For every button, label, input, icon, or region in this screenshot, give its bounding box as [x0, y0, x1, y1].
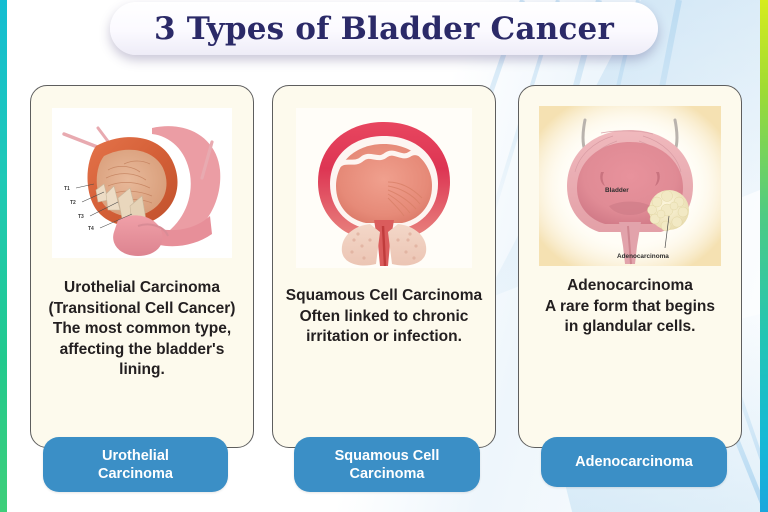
pill-line: Adenocarcinoma [575, 454, 693, 470]
card-description-urothelial: Urothelial Carcinoma (Transitional Cell … [41, 278, 243, 381]
card-description-squamous: Squamous Cell Carcinoma Often linked to … [283, 286, 485, 348]
desc-line: Often linked to chronic [299, 307, 469, 325]
pill-squamous-cell-carcinoma[interactable]: Squamous Cell Carcinoma [294, 437, 480, 492]
desc-line: (Transitional Cell Cancer) [48, 299, 236, 317]
desc-line: in glandular cells. [564, 318, 696, 335]
prostate-right-lobe [388, 224, 427, 266]
ureteric-orifice-right [655, 172, 660, 186]
pill-line: Carcinoma [98, 465, 173, 482]
pill-line: Urothelial [102, 447, 169, 464]
pill-line: Carcinoma [349, 465, 425, 482]
desc-line: affecting the bladder's [59, 340, 225, 358]
tumor-leader-line [664, 215, 670, 249]
bladder-frontal-crosssection-illustration [296, 108, 472, 268]
ureteric-orifice-left [600, 172, 605, 186]
card-urothelial-carcinoma[interactable]: T1 T2 T3 T4 Urothelial Carcinoma (Transi… [30, 85, 254, 448]
card-adenocarcinoma[interactable]: Bladder Adenocarcinoma Adenocarcinoma A … [518, 85, 742, 448]
adenocarcinoma-tumor-mass [647, 190, 689, 232]
pill-adenocarcinoma[interactable]: Adenocarcinoma [541, 437, 727, 487]
stage-label-t1: T1 [64, 186, 70, 192]
stage-label-t2: T2 [70, 200, 76, 206]
pelvic-tissue-shape [152, 126, 221, 244]
card-squamous-cell-carcinoma[interactable]: Squamous Cell Carcinoma Often linked to … [272, 85, 496, 448]
left-edge-accent-strip [0, 0, 7, 512]
desc-line: irritation or infection. [306, 328, 462, 345]
prostate-left-lobe [341, 224, 380, 266]
label-adenocarcinoma: Adenocarcinoma [617, 253, 669, 260]
mucosa-fold-edge [335, 150, 433, 169]
pill-urothelial-carcinoma[interactable]: Urothelial Carcinoma [43, 437, 228, 492]
stage-label-t4: T4 [88, 226, 94, 232]
stage-label-t3: T3 [78, 214, 84, 220]
desc-line: Adenocarcinoma [567, 277, 693, 294]
bladder-with-tumor-illustration: Bladder Adenocarcinoma [539, 106, 721, 266]
bladder-cavity [336, 144, 432, 223]
right-edge-accent-strip [760, 0, 768, 512]
desc-line: Urothelial Carcinoma [64, 279, 220, 296]
prostate-shape [113, 215, 163, 256]
page-title: 3 Types of Bladder Cancer [154, 10, 614, 47]
pill-line: Squamous Cell [334, 447, 440, 464]
desc-line: The most common type, [52, 320, 232, 337]
desc-line: A rare form that begins [545, 297, 715, 315]
card-description-adenocarcinoma: Adenocarcinoma A rare form that begins i… [529, 276, 731, 338]
page-title-banner: 3 Types of Bladder Cancer [110, 2, 658, 55]
desc-line: lining. [119, 361, 165, 378]
bladder-sagittal-staging-illustration: T1 T2 T3 T4 [52, 108, 232, 258]
label-bladder: Bladder [605, 187, 629, 194]
desc-line: Squamous Cell Carcinoma [285, 287, 483, 304]
